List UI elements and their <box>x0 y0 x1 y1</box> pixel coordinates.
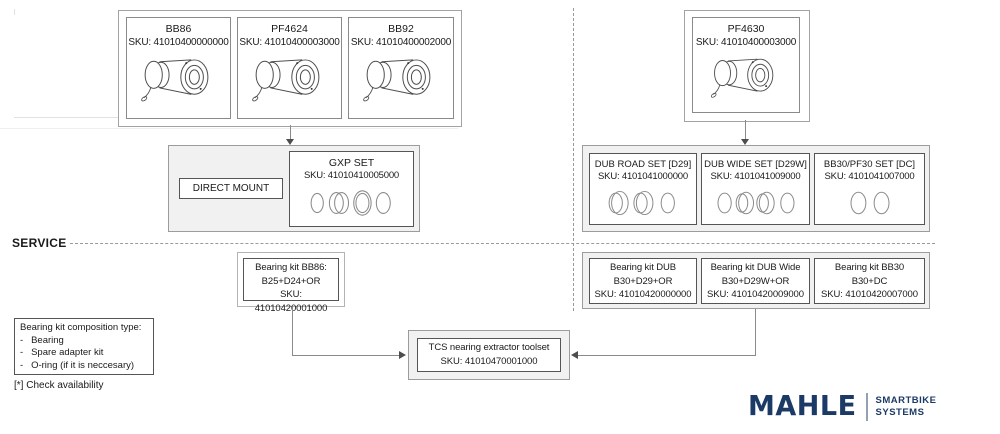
note-item: Spare adapter kit <box>20 347 148 360</box>
logo-sub-line1: SMARTBIKE <box>875 395 937 406</box>
logo-divider <box>865 392 868 421</box>
part-card-pf4630: PF4630 SKU: 41010400003000 <box>692 17 800 113</box>
part-name: BB92 <box>388 23 414 35</box>
kit-line2: B30+D29W+OR <box>721 275 790 287</box>
mahle-wordmark: MAHLE <box>748 390 857 423</box>
kit-line1: Bearing kit BB30 <box>834 262 905 273</box>
note-title: Bearing kit composition type: <box>20 322 142 333</box>
set-sku: SKU: 4101041009000 <box>710 171 801 182</box>
bottom-bracket-group-box: BB86 SKU: 41010400000000 PF4624 SKU: 410… <box>118 10 462 127</box>
crop-remnant-line <box>0 128 458 129</box>
part-card-bb86: BB86 SKU: 41010400000000 <box>126 17 231 119</box>
set-sku: SKU: 4101041007000 <box>824 171 915 182</box>
pf4630-group-box: PF4630 SKU: 41010400003000 <box>684 10 810 122</box>
part-sku: SKU: 41010400002000 <box>350 37 452 48</box>
set-name: BB30/PF30 SET [DC] <box>823 159 916 170</box>
direct-mount-label-box: DIRECT MOUNT <box>179 178 283 199</box>
bearing-kit-dub-wide-box: Bearing kit DUB Wide B30+D29W+OR SKU: 41… <box>701 258 810 304</box>
crank-sets-container: DUB ROAD SET [D29] SKU: 4101041000000 DU… <box>582 145 930 232</box>
part-name: PF4624 <box>271 23 308 35</box>
bottom-bracket-illustration <box>706 50 786 102</box>
arrow-right-icon <box>399 351 406 359</box>
set-sku: SKU: 41010410005000 <box>304 170 399 181</box>
kit-sku: SKU: 41010420009000 <box>707 289 804 300</box>
crop-remnant-line <box>14 117 120 118</box>
kit-line2: B25+D24+OR <box>261 275 321 287</box>
kit-line2: B30+DC <box>851 275 888 287</box>
toolset-sku: SKU: 41010470001000 <box>440 355 538 367</box>
gxp-set-container: DIRECT MOUNT GXP SET SKU: 41010410005000 <box>168 145 420 232</box>
part-sku: SKU: 41010400000000 <box>128 37 229 48</box>
set-name: GXP SET <box>328 157 375 169</box>
connector-line <box>292 307 293 355</box>
connector-line <box>745 120 746 140</box>
connector-line <box>578 355 756 356</box>
connector-line <box>755 309 756 355</box>
arrow-left-icon <box>571 351 578 359</box>
dub-road-set-box: DUB ROAD SET [D29] SKU: 4101041000000 <box>589 153 697 225</box>
part-name: PF4630 <box>727 23 765 35</box>
bottom-bracket-illustration <box>137 50 221 106</box>
mahle-logo: MAHLE SMARTBIKE SYSTEMS <box>748 390 937 423</box>
set-sku: SKU: 4101041000000 <box>598 171 688 182</box>
connector-line <box>292 355 400 356</box>
note-item: O-ring (if it is neccesary) <box>20 360 148 373</box>
bottom-bracket-illustration <box>248 50 332 106</box>
seal-rings-illustration <box>717 191 794 215</box>
availability-footnote: [*] Check availability <box>14 380 104 391</box>
arrow-down-icon <box>286 139 294 145</box>
composition-note-box: Bearing kit composition type: Bearing Sp… <box>14 318 154 375</box>
kit-line1: Bearing kit DUB Wide <box>710 262 801 273</box>
toolset-box: TCS nearing extractor toolset SKU: 41010… <box>417 338 561 372</box>
bb30-pf30-set-box: BB30/PF30 SET [DC] SKU: 4101041007000 <box>814 153 925 225</box>
set-name: DUB WIDE SET [D29W] <box>704 159 807 170</box>
part-sku: SKU: 41010400003000 <box>695 37 797 48</box>
part-sku: SKU: 41010400003000 <box>239 37 340 48</box>
part-card-bb92: BB92 SKU: 41010400002000 <box>348 17 454 119</box>
toolset-container: TCS nearing extractor toolset SKU: 41010… <box>408 330 570 380</box>
seal-rings-illustration <box>608 190 675 216</box>
crop-remnant-tick <box>14 9 15 15</box>
note-item: Bearing <box>20 335 148 348</box>
dub-wide-set-box: DUB WIDE SET [D29W] SKU: 4101041009000 <box>701 153 810 225</box>
kit-sku: SKU: 41010420001000 <box>254 289 328 314</box>
seal-rings-illustration <box>310 190 391 216</box>
kit-line1: Bearing kit DUB <box>609 262 677 273</box>
toolset-name: TCS nearing extractor toolset <box>428 342 550 353</box>
kit-line1: Bearing kit BB86: <box>255 262 327 273</box>
seal-rings-illustration <box>850 191 889 215</box>
section-divider-dashed <box>573 8 574 311</box>
kit-sku: SKU: 41010420007000 <box>821 289 918 300</box>
service-section-label: SERVICE <box>12 236 67 250</box>
bearing-kit-bb86-box: Bearing kit BB86: B25+D24+OR SKU: 410104… <box>243 258 339 314</box>
bearing-kit-bb30-box: Bearing kit BB30 B30+DC SKU: 41010420007… <box>814 258 925 304</box>
bottom-bracket-illustration <box>359 50 443 106</box>
direct-mount-label: DIRECT MOUNT <box>192 183 270 194</box>
part-card-pf4624: PF4624 SKU: 41010400003000 <box>237 17 342 119</box>
bearing-kit-dub-box: Bearing kit DUB B30+D29+OR SKU: 41010420… <box>589 258 697 304</box>
set-name: DUB ROAD SET [D29] <box>594 159 692 170</box>
service-divider-dashed <box>70 243 935 244</box>
logo-sub-line2: SYSTEMS <box>875 406 925 418</box>
connector-line <box>290 125 291 140</box>
kit-sku: SKU: 41010420000000 <box>594 289 692 300</box>
part-name: BB86 <box>165 23 192 35</box>
service-kits-container: Bearing kit DUB B30+D29+OR SKU: 41010420… <box>582 252 930 309</box>
kit-line2: B30+D29+OR <box>613 275 673 287</box>
bearing-kit-bb86-outer: Bearing kit BB86: B25+D24+OR SKU: 410104… <box>237 252 345 314</box>
arrow-down-icon <box>741 139 749 145</box>
gxp-set-box: GXP SET SKU: 41010410005000 <box>289 151 414 227</box>
